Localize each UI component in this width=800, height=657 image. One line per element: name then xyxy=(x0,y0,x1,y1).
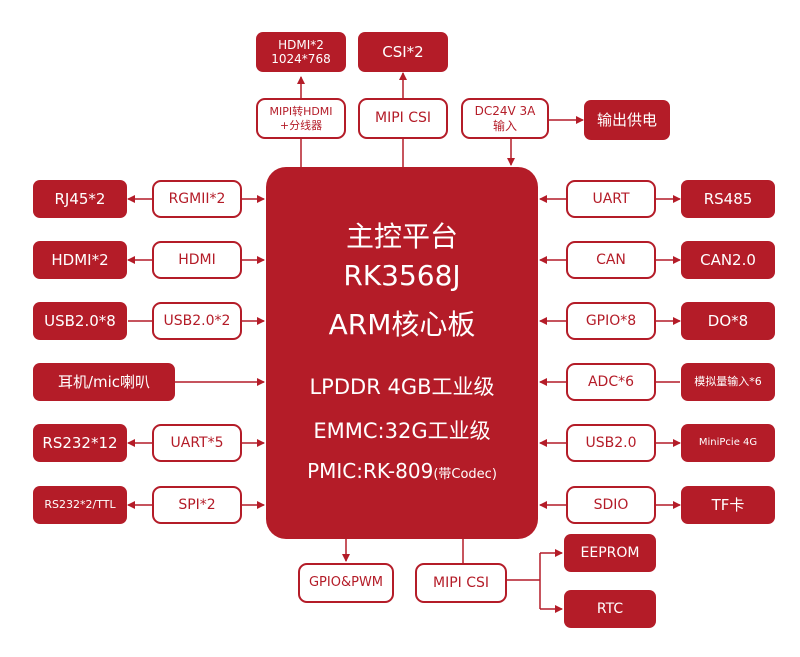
gpio-pwm-box: GPIO&PWM xyxy=(298,563,394,603)
core-board: 主控平台 RK3568J ARM核心板 LPDDR 4GB工业级 EMMC:32… xyxy=(266,167,538,539)
power-input-line1: DC24V 3A xyxy=(474,104,536,119)
uart-if-label: UART*5 xyxy=(170,434,224,451)
usb-r-label: USB2.0 xyxy=(585,434,637,451)
rgmii-box: RGMII*2 xyxy=(152,180,242,218)
rs232-ttl-label: RS232*2/TTL xyxy=(44,498,116,512)
tf-ext-label: TF卡 xyxy=(711,496,745,514)
rgmii-label: RGMII*2 xyxy=(168,190,226,207)
hdmi-if-label: HDMI xyxy=(178,251,216,268)
gpio-if-label: GPIO*8 xyxy=(585,312,637,329)
audio-label: 耳机/mic喇叭 xyxy=(57,373,151,391)
rtc-label: RTC xyxy=(596,600,624,617)
minipcie-box: MiniPcie 4G xyxy=(681,424,775,462)
bottom-mipi-csi-label: MIPI CSI xyxy=(432,574,490,591)
tf-ext-box: TF卡 xyxy=(681,486,775,524)
uart-r-label: UART xyxy=(592,190,630,207)
minipcie-label: MiniPcie 4G xyxy=(698,437,758,448)
eeprom-label: EEPROM xyxy=(580,544,640,561)
csi-output-box: CSI*2 xyxy=(358,32,448,72)
can-if-label: CAN xyxy=(596,251,626,268)
do-ext-box: DO*8 xyxy=(681,302,775,340)
power-input-line2: 输入 xyxy=(492,118,517,133)
mipi-bridge-line2: +分线器 xyxy=(279,118,323,132)
adc-if-label: ADC*6 xyxy=(587,373,635,390)
can-ext-box: CAN2.0 xyxy=(681,241,775,279)
core-spec-pmic-note: (带Codec) xyxy=(433,467,497,482)
core-title-line2: RK3568J xyxy=(343,259,461,292)
rs232-ttl-box: RS232*2/TTL xyxy=(33,486,127,524)
uart-r-box: UART xyxy=(566,180,656,218)
rtc-box: RTC xyxy=(564,590,656,628)
spi-if-box: SPI*2 xyxy=(152,486,242,524)
uart-if-box: UART*5 xyxy=(152,424,242,462)
sdio-if-box: SDIO xyxy=(566,486,656,524)
usb-ext-box: USB2.0*8 xyxy=(33,302,127,340)
adc-if-box: ADC*6 xyxy=(566,363,656,401)
core-spec-ram: LPDDR 4GB工业级 xyxy=(309,375,495,399)
can-if-box: CAN xyxy=(566,241,656,279)
core-spec-pmic: PMIC:RK-809 xyxy=(307,459,434,483)
audio-box: 耳机/mic喇叭 xyxy=(33,363,175,401)
analog-ext-box: 模拟量输入*6 xyxy=(681,363,775,401)
analog-ext-label: 模拟量输入*6 xyxy=(694,375,762,389)
mipi-csi-label: MIPI CSI xyxy=(374,110,432,127)
hdmi-ext-box: HDMI*2 xyxy=(33,241,127,279)
power-output-label: 输出供电 xyxy=(596,111,657,129)
do-ext-label: DO*8 xyxy=(707,312,749,330)
usb-if-box: USB2.0*2 xyxy=(152,302,242,340)
can-ext-label: CAN2.0 xyxy=(700,251,756,269)
core-spec-emmc: EMMC:32G工业级 xyxy=(313,419,491,443)
hdmi-ext-label: HDMI*2 xyxy=(51,251,109,269)
usb-if-label: USB2.0*2 xyxy=(163,312,231,329)
hdmi-output-line1: HDMI*2 xyxy=(278,37,324,52)
mipi-bridge-line1: MIPI转HDMI xyxy=(269,105,333,119)
spi-if-label: SPI*2 xyxy=(178,496,216,513)
usb-ext-label: USB2.0*8 xyxy=(44,312,116,330)
rj45-label: RJ45*2 xyxy=(54,190,106,208)
bottom-mipi-csi-box: MIPI CSI xyxy=(415,563,507,603)
power-input-box: DC24V 3A 输入 xyxy=(461,98,549,139)
rs485-box: RS485 xyxy=(681,180,775,218)
power-output-box: 输出供电 xyxy=(584,100,670,140)
sdio-if-label: SDIO xyxy=(593,496,629,513)
rs232-label: RS232*12 xyxy=(42,434,118,452)
rs232-box: RS232*12 xyxy=(33,424,127,462)
core-title-line1: 主控平台 xyxy=(345,220,458,253)
gpio-if-box: GPIO*8 xyxy=(566,302,656,340)
rs485-label: RS485 xyxy=(703,190,753,208)
core-spec-pmic-row: PMIC:RK-809(带Codec) xyxy=(266,459,538,483)
csi-output-label: CSI*2 xyxy=(382,43,424,61)
eeprom-box: EEPROM xyxy=(564,534,656,572)
usb-r-box: USB2.0 xyxy=(566,424,656,462)
hdmi-output-box: HDMI*2 1024*768 xyxy=(256,32,346,72)
hdmi-if-box: HDMI xyxy=(152,241,242,279)
gpio-pwm-label: GPIO&PWM xyxy=(308,575,384,591)
mipi-csi-box: MIPI CSI xyxy=(358,98,448,139)
core-title-line3: ARM核心板 xyxy=(328,308,476,341)
hdmi-output-line2: 1024*768 xyxy=(271,52,331,66)
mipi-bridge-box: MIPI转HDMI +分线器 xyxy=(256,98,346,139)
rj45-box: RJ45*2 xyxy=(33,180,127,218)
